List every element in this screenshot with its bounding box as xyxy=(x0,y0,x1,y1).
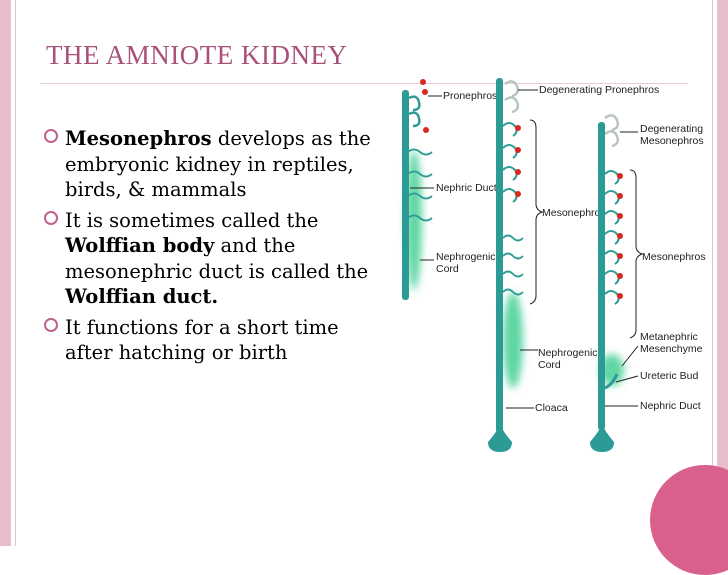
label-nephric-duct: Nephric Duct xyxy=(436,182,497,194)
label-mesonephros-word: Mesonephros xyxy=(640,135,704,147)
degenerating-mesonephros-tubules xyxy=(604,114,620,148)
mesonephric-tubules xyxy=(502,122,518,203)
slide-title: THE AMNIOTE KIDNEY xyxy=(46,40,348,70)
mesonephros-bracket xyxy=(629,169,644,339)
term-mesonephros: Mesonephros xyxy=(65,127,212,150)
nephric-duct-tube xyxy=(402,90,409,300)
bullet-text: It is sometimes called the xyxy=(65,208,319,232)
bullet-text: and the mesonephric duct is called the xyxy=(65,234,369,283)
label-pronephros: Pronephros xyxy=(443,90,497,102)
label-nephrogenic-mid: Nephrogenic xyxy=(538,347,598,359)
stage-3-metanephros: Degenerating Mesonephros Mesonephros Met… xyxy=(590,114,706,452)
label-nephrogenic: Nephrogenic xyxy=(436,251,496,263)
label-mesonephros-mid: Mesonephros xyxy=(542,207,606,219)
pronephros-tubules xyxy=(408,95,421,128)
metanephric-mesenchyme-tissue xyxy=(600,354,624,386)
label-cord: Cord xyxy=(436,263,459,275)
label-cloaca: Cloaca xyxy=(535,402,568,414)
term-wolffian-body: Wolffian body xyxy=(65,234,215,257)
bullet-marker-icon xyxy=(44,129,58,143)
mesonephric-glomeruli xyxy=(617,173,623,299)
bullet-marker-icon xyxy=(44,210,58,225)
bullet-text: It functions for a short time after hatc… xyxy=(65,315,339,365)
wavy-tubules xyxy=(502,234,524,296)
kidney-development-diagram: Pronephros Nephric Duct Nephrogenic Cord xyxy=(402,78,706,452)
label-metanephric: Metanephric xyxy=(640,331,698,343)
label-ureteric-bud: Ureteric Bud xyxy=(640,370,699,382)
label-nephric-duct-right: Nephric Duct xyxy=(640,400,701,412)
nephrogenic-cord-tissue xyxy=(406,150,422,290)
pronephros-glomeruli xyxy=(420,79,429,133)
leader-ureteric-bud xyxy=(615,375,639,383)
degenerating-pronephros-tubules xyxy=(504,80,520,114)
decorative-pink-circle xyxy=(650,465,728,575)
bullet-item: Mesonephros develops as the embryonic ki… xyxy=(44,126,376,203)
label-degenerating-pronephros: Degenerating Pronephros xyxy=(539,84,659,96)
term-wolffian-duct: Wolffian duct. xyxy=(65,285,219,308)
cloaca-shape xyxy=(590,422,614,452)
stage-1-pronephros: Pronephros Nephric Duct Nephrogenic Cord xyxy=(402,79,497,300)
bullet-list: Mesonephros develops as the embryonic ki… xyxy=(44,126,376,371)
nephric-duct-tube xyxy=(598,122,605,430)
label-mesenchyme: Mesenchyme xyxy=(640,343,703,355)
stage-2-mesonephros: Degenerating Pronephros Mesonephros Neph… xyxy=(488,78,659,452)
leader-metanephric-mesenchyme xyxy=(621,345,639,367)
nephric-duct-tube xyxy=(496,78,503,433)
mesonephric-wavy-tubules xyxy=(407,148,433,222)
mesonephric-glomeruli xyxy=(515,125,521,197)
cloaca-shape xyxy=(488,422,512,452)
nephrogenic-cord-tissue xyxy=(503,292,523,388)
frame-right-border xyxy=(717,0,728,546)
title-rule xyxy=(40,83,688,84)
frame-right-line xyxy=(712,0,713,546)
frame-left-border xyxy=(0,0,11,546)
bullet-item: It functions for a short time after hatc… xyxy=(44,315,376,366)
bullet-marker-icon xyxy=(44,317,58,332)
label-degenerating: Degenerating xyxy=(640,123,703,135)
bullet-text: develops as the embryonic kidney in rept… xyxy=(65,127,371,201)
label-cord-mid: Cord xyxy=(538,359,561,371)
label-mesonephros-right: Mesonephros xyxy=(642,251,706,263)
ureteric-bud-shape xyxy=(604,373,619,390)
frame-left-line xyxy=(15,0,16,546)
mesonephric-tubules xyxy=(604,170,620,305)
bullet-item: It is sometimes called the Wolffian body… xyxy=(44,208,376,310)
mesonephros-bracket xyxy=(529,119,544,305)
